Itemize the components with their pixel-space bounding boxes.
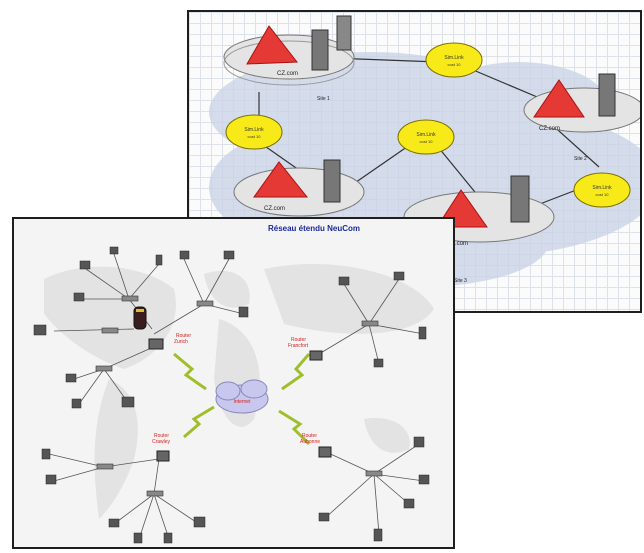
router-location: Crawley [152,439,171,445]
router-location: Aubonne [300,439,320,445]
router-crawley: Router Crawley [152,433,171,462]
site-name: Site 1 [317,96,330,102]
router-aubonne: Router Aubonne [300,433,332,458]
wan-diagram: Réseau étendu NeuCom [12,217,455,549]
site-label: CZ.com [539,126,560,132]
wan-links [48,253,425,540]
link-node-cost: cost 10 [420,139,434,144]
router-francfort: Router Francfort [288,337,323,361]
world-map-background [44,263,434,519]
link-node: Sim.Link cost 10 [573,172,631,208]
link-node-label: Sim.Link [444,55,464,61]
link-node-label: Sim.Link [416,132,436,138]
site-label: CZ.com [277,71,298,77]
link-node: Sim.Link cost 10 [425,42,483,78]
router-label: Router [154,433,169,439]
router-location: Zurich [174,339,188,345]
router-label: Router [291,337,306,343]
link-node: Sim.Link cost 10 [225,114,283,150]
site-label: CZ.com [447,241,468,247]
switch-icons [95,295,383,497]
link-node-cost: cost 10 [596,192,610,197]
router-label: Router [302,433,317,439]
site-platform: CZ.com [233,159,365,217]
link-node-label: Sim.Link [244,127,264,133]
site-platform: CZ.com Site 1 [223,15,355,102]
link-node-cost: cost 10 [448,62,462,67]
link-node-cost: cost 10 [248,134,262,139]
link-node: Sim.Link cost 10 [397,119,455,155]
server-icon [133,306,147,330]
workstation-icons [33,246,430,544]
wan-canvas: Réseau étendu NeuCom [33,224,434,544]
router-zurich: Router Zurich [148,333,191,350]
internet-cloud-icon: Internet [215,379,269,414]
site-name: Site 2 [574,156,587,162]
router-label: Router [176,333,191,339]
link-node-label: Sim.Link [592,185,612,191]
site-platform: CZ.com Site 2 [523,73,640,162]
site-name: Site 3 [454,278,467,284]
diagram-title: Réseau étendu NeuCom [268,224,360,233]
internet-label: Internet [234,399,252,405]
router-location: Francfort [288,343,309,349]
wan-uplinks [173,352,311,446]
site-label: CZ.com [264,206,285,212]
